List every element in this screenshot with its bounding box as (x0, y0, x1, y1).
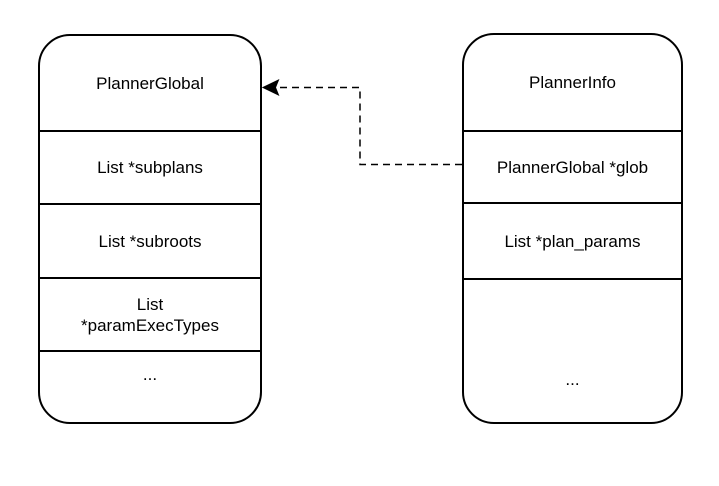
dashed-elbow-line (277, 86, 462, 166)
struct-box-plannerinfo: PlannerInfo PlannerGlobal *glob List *pl… (462, 33, 683, 424)
field-subplans: List *subplans (40, 130, 260, 203)
struct-title-plannerglobal: PlannerGlobal (96, 73, 204, 93)
field-ellipsis-right: ... (464, 278, 681, 422)
arrowhead-icon (261, 78, 280, 97)
field-plan-params: List *plan_params (464, 202, 681, 278)
struct-box-plannerglobal: PlannerGlobal List *subplans List *subro… (38, 34, 262, 424)
field-paramexectypes: List *paramExecTypes (40, 277, 260, 350)
field-subroots: List *subroots (40, 203, 260, 277)
struct-title-plannerinfo: PlannerInfo (529, 73, 616, 92)
field-glob: PlannerGlobal *glob (464, 130, 681, 202)
field-ellipsis-left: ... (40, 350, 260, 422)
